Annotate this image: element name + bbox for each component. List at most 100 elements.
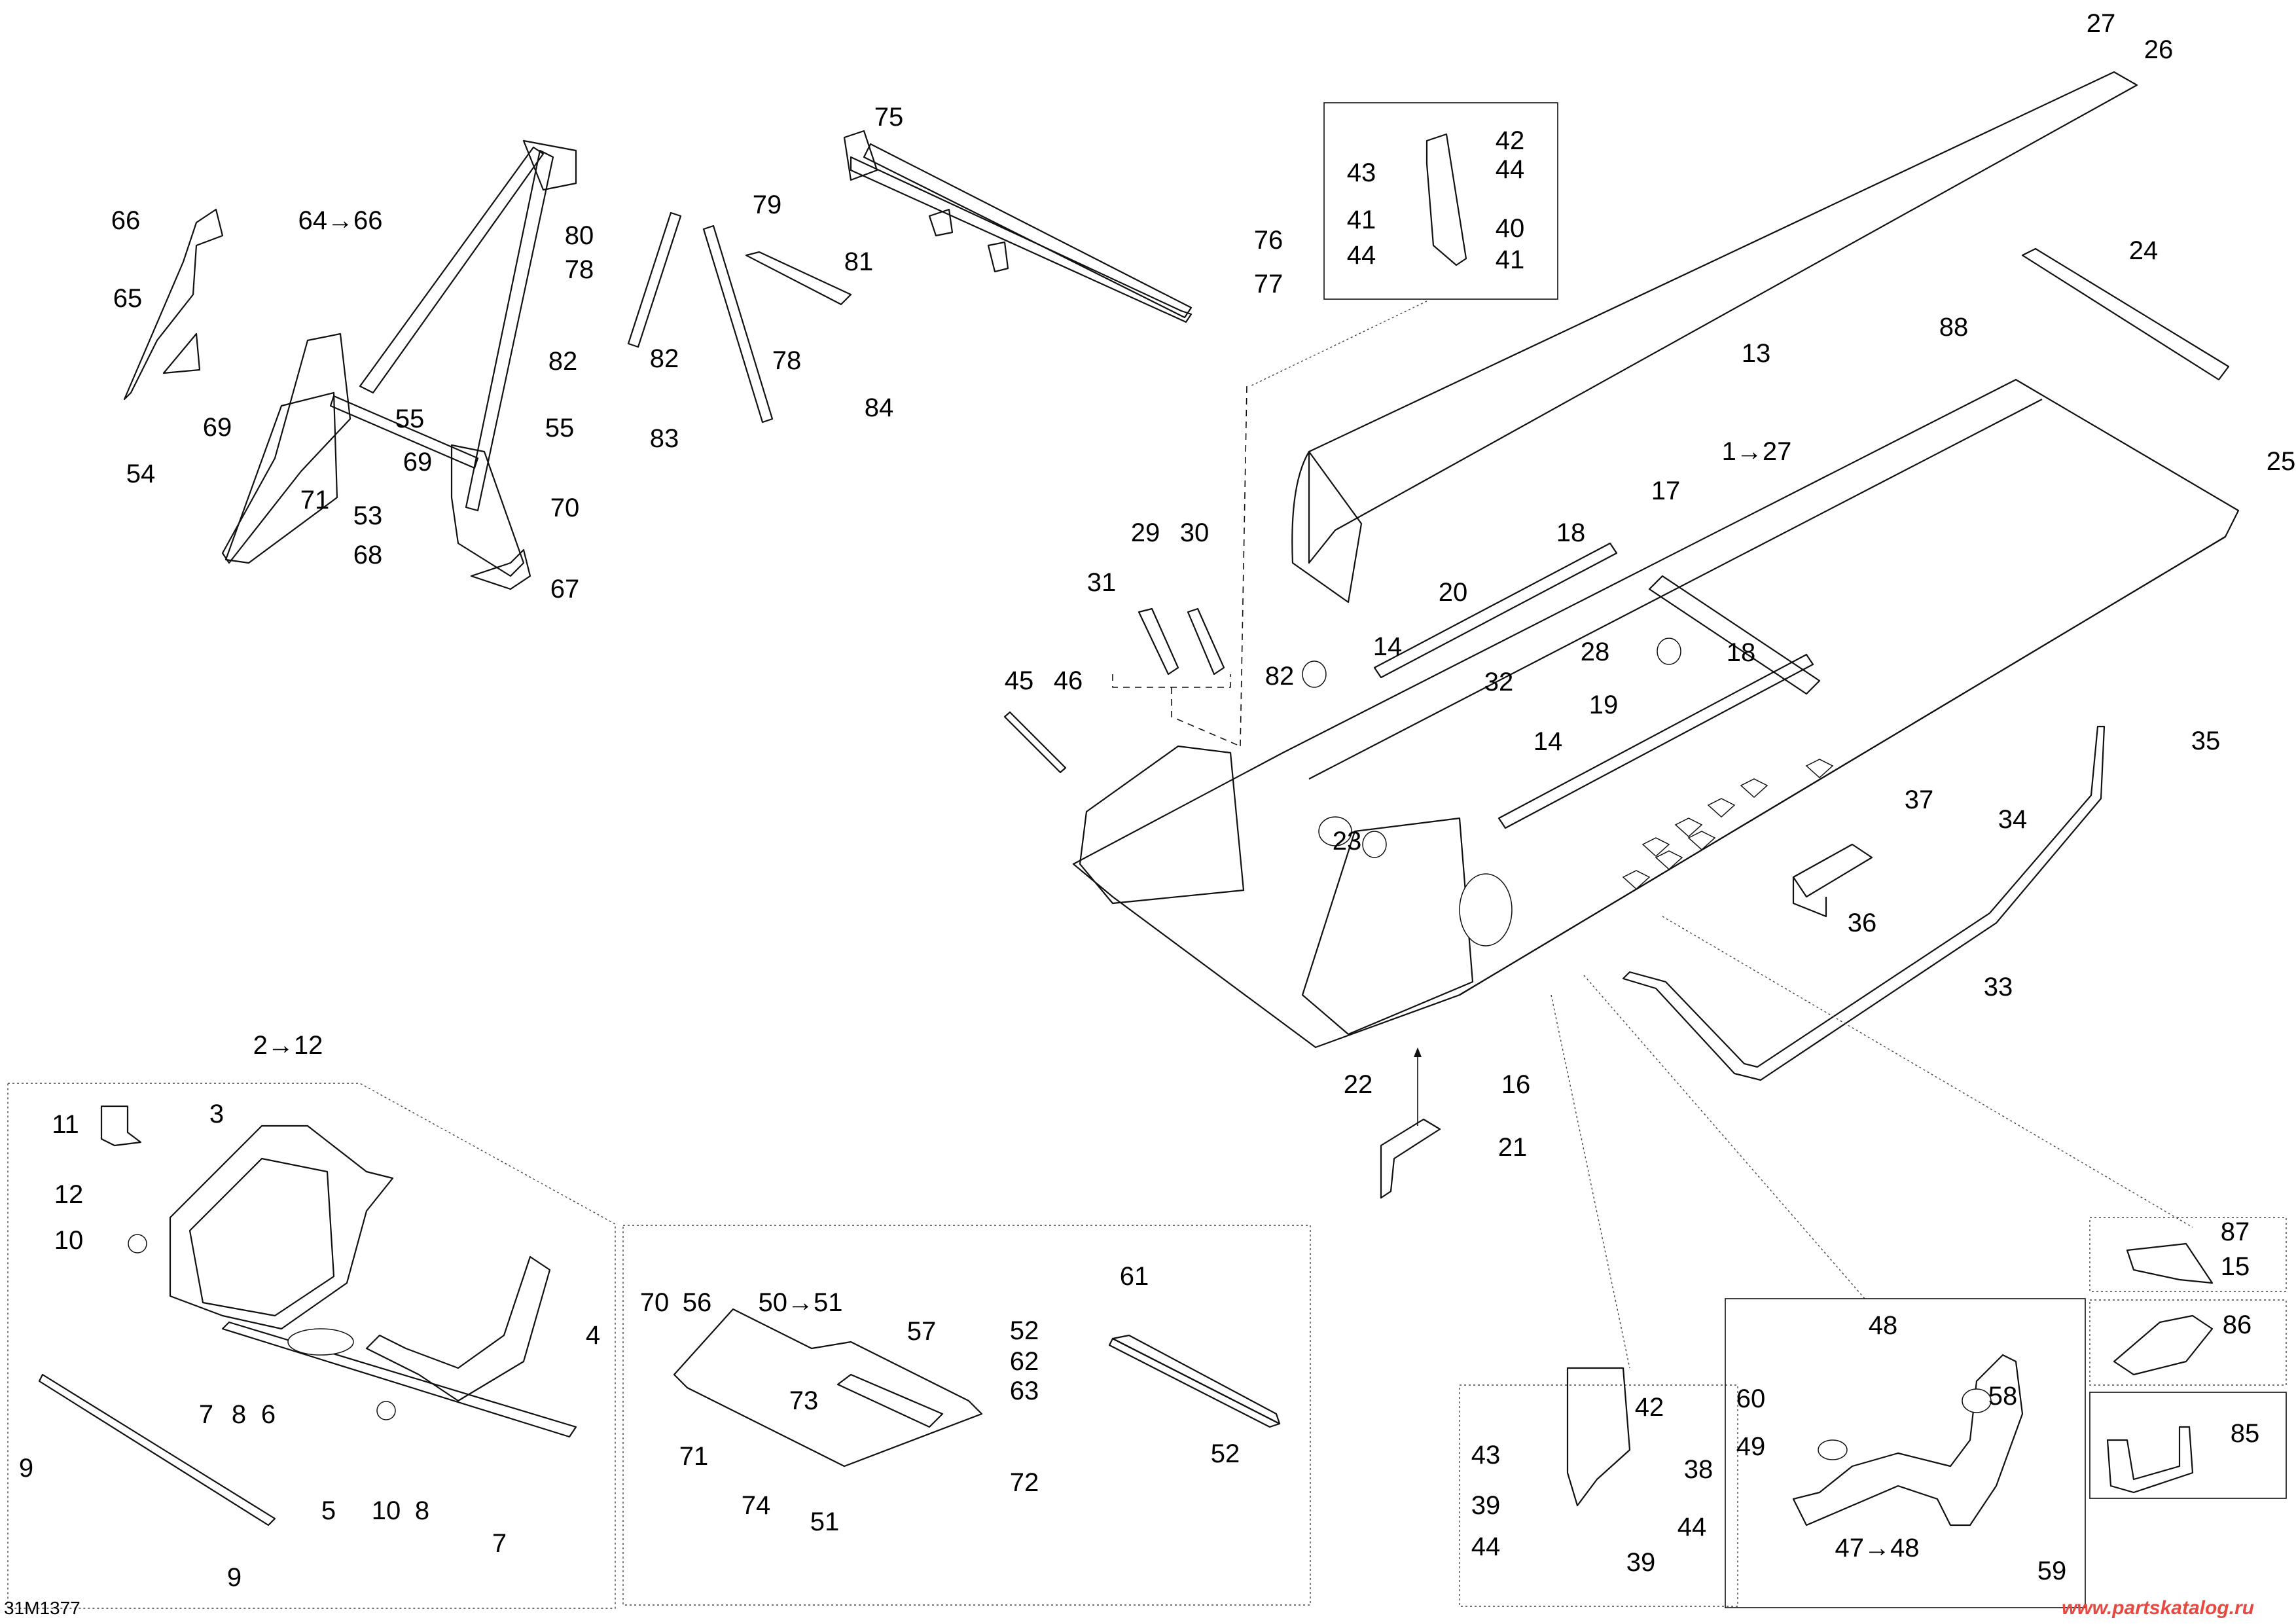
inset2-callout-39-left[interactable]: 39 (1471, 1491, 1501, 1520)
inset3-callout-48[interactable]: 48 (1868, 1311, 1898, 1340)
inset3-callout-47-to-48[interactable]: 47→48 (1835, 1534, 1920, 1562)
callout-75[interactable]: 75 (874, 103, 904, 132)
callout-16[interactable]: 16 (1501, 1070, 1531, 1099)
callout-18-upper[interactable]: 18 (1556, 518, 1586, 547)
callout-20[interactable]: 20 (1438, 578, 1468, 607)
callout-70-lower[interactable]: 70 (639, 1288, 670, 1317)
callout-74[interactable]: 74 (741, 1491, 771, 1520)
callout-45[interactable]: 45 (1004, 666, 1034, 695)
callout-82-chassis[interactable]: 82 (1265, 662, 1295, 691)
callout-9-left[interactable]: 9 (18, 1454, 34, 1483)
callout-1-to-27[interactable]: 1→27 (1721, 437, 1792, 466)
inset2-callout-44-right[interactable]: 44 (1677, 1513, 1707, 1542)
callout-83[interactable]: 83 (649, 424, 679, 453)
callout-55-left[interactable]: 55 (395, 405, 425, 433)
callout-55-right[interactable]: 55 (545, 414, 575, 442)
inset1-callout-43[interactable]: 43 (1346, 158, 1376, 187)
inset4-callout-87[interactable]: 87 (2220, 1218, 2250, 1246)
callout-11[interactable]: 11 (52, 1110, 79, 1139)
callout-52-lower[interactable]: 52 (1210, 1439, 1240, 1468)
callout-24[interactable]: 24 (2128, 236, 2159, 265)
callout-66[interactable]: 66 (111, 206, 141, 235)
callout-10-left[interactable]: 10 (54, 1226, 84, 1255)
callout-77[interactable]: 77 (1253, 270, 1283, 298)
callout-7-right[interactable]: 7 (492, 1529, 507, 1558)
inset1-callout-44-top[interactable]: 44 (1495, 155, 1525, 184)
callout-7-left[interactable]: 7 (198, 1400, 214, 1429)
callout-71[interactable]: 71 (300, 486, 330, 514)
callout-71-lower[interactable]: 71 (679, 1442, 709, 1471)
callout-33[interactable]: 33 (1983, 973, 2013, 1001)
callout-72[interactable]: 72 (1009, 1468, 1039, 1497)
inset2-callout-44-left[interactable]: 44 (1471, 1532, 1501, 1561)
callout-70[interactable]: 70 (550, 494, 580, 522)
callout-28[interactable]: 28 (1580, 638, 1610, 666)
inset1-callout-44-bottom[interactable]: 44 (1346, 241, 1376, 270)
callout-31[interactable]: 31 (1086, 568, 1117, 597)
callout-5[interactable]: 5 (321, 1496, 336, 1525)
inset2-callout-43[interactable]: 43 (1471, 1441, 1501, 1470)
inset6-callout-85[interactable]: 85 (2230, 1419, 2260, 1448)
callout-25[interactable]: 25 (2266, 447, 2296, 476)
callout-3[interactable]: 3 (209, 1100, 224, 1128)
callout-46[interactable]: 46 (1053, 666, 1083, 695)
callout-82-right[interactable]: 82 (649, 344, 679, 373)
callout-56[interactable]: 56 (682, 1288, 712, 1317)
callout-51[interactable]: 51 (810, 1507, 840, 1536)
callout-8-right[interactable]: 8 (414, 1496, 430, 1525)
callout-18-lower[interactable]: 18 (1726, 638, 1756, 667)
callout-54[interactable]: 54 (126, 460, 156, 488)
callout-65[interactable]: 65 (113, 284, 143, 313)
inset2-callout-39-bottom[interactable]: 39 (1626, 1548, 1656, 1577)
callout-62[interactable]: 62 (1009, 1347, 1039, 1376)
callout-53[interactable]: 53 (353, 501, 383, 530)
callout-69-right[interactable]: 69 (403, 448, 433, 477)
inset1-callout-41-bottom[interactable]: 41 (1495, 245, 1525, 274)
callout-80[interactable]: 80 (564, 221, 594, 250)
callout-84[interactable]: 84 (864, 393, 894, 422)
callout-10-right[interactable]: 10 (371, 1496, 401, 1525)
callout-23[interactable]: 23 (1332, 827, 1362, 856)
callout-13[interactable]: 13 (1741, 339, 1771, 368)
callout-67[interactable]: 67 (550, 575, 580, 604)
callout-19[interactable]: 19 (1588, 691, 1619, 719)
inset3-callout-58[interactable]: 58 (1988, 1382, 2018, 1411)
callout-34[interactable]: 34 (1998, 805, 2028, 834)
callout-81[interactable]: 81 (844, 247, 874, 276)
callout-37[interactable]: 37 (1904, 785, 1934, 814)
callout-76[interactable]: 76 (1253, 226, 1283, 255)
callout-64-to-66[interactable]: 64→66 (298, 206, 383, 235)
callout-50-to-51[interactable]: 50→51 (758, 1288, 843, 1317)
callout-2-to-12[interactable]: 2→12 (253, 1031, 323, 1060)
callout-4[interactable]: 4 (585, 1321, 601, 1350)
inset3-callout-49[interactable]: 49 (1736, 1432, 1766, 1461)
callout-26[interactable]: 26 (2144, 35, 2174, 64)
callout-35[interactable]: 35 (2191, 727, 2221, 755)
inset1-callout-42[interactable]: 42 (1495, 126, 1525, 155)
callout-14-lower[interactable]: 14 (1533, 727, 1563, 756)
inset3-callout-60[interactable]: 60 (1736, 1384, 1766, 1413)
callout-78-upper[interactable]: 78 (564, 255, 594, 284)
callout-14-upper[interactable]: 14 (1372, 632, 1403, 661)
callout-79[interactable]: 79 (752, 190, 782, 219)
inset2-callout-38[interactable]: 38 (1683, 1455, 1713, 1484)
callout-52-upper[interactable]: 52 (1009, 1316, 1039, 1345)
callout-57[interactable]: 57 (906, 1317, 937, 1346)
callout-63[interactable]: 63 (1009, 1377, 1039, 1405)
callout-27[interactable]: 27 (2086, 9, 2116, 38)
callout-32[interactable]: 32 (1484, 668, 1514, 696)
inset4-callout-15[interactable]: 15 (2220, 1252, 2250, 1281)
callout-61[interactable]: 61 (1119, 1262, 1149, 1291)
callout-73[interactable]: 73 (789, 1386, 819, 1415)
callout-17[interactable]: 17 (1651, 477, 1681, 505)
callout-82-left[interactable]: 82 (548, 347, 578, 376)
callout-29[interactable]: 29 (1130, 518, 1160, 547)
callout-6[interactable]: 6 (260, 1400, 276, 1429)
callout-9-right[interactable]: 9 (226, 1563, 242, 1592)
callout-78-lower[interactable]: 78 (772, 346, 802, 375)
inset2-callout-42[interactable]: 42 (1634, 1393, 1664, 1422)
callout-21[interactable]: 21 (1498, 1133, 1528, 1162)
inset1-callout-41-mid[interactable]: 41 (1346, 206, 1376, 234)
callout-68[interactable]: 68 (353, 541, 383, 569)
inset1-callout-40[interactable]: 40 (1495, 214, 1525, 243)
